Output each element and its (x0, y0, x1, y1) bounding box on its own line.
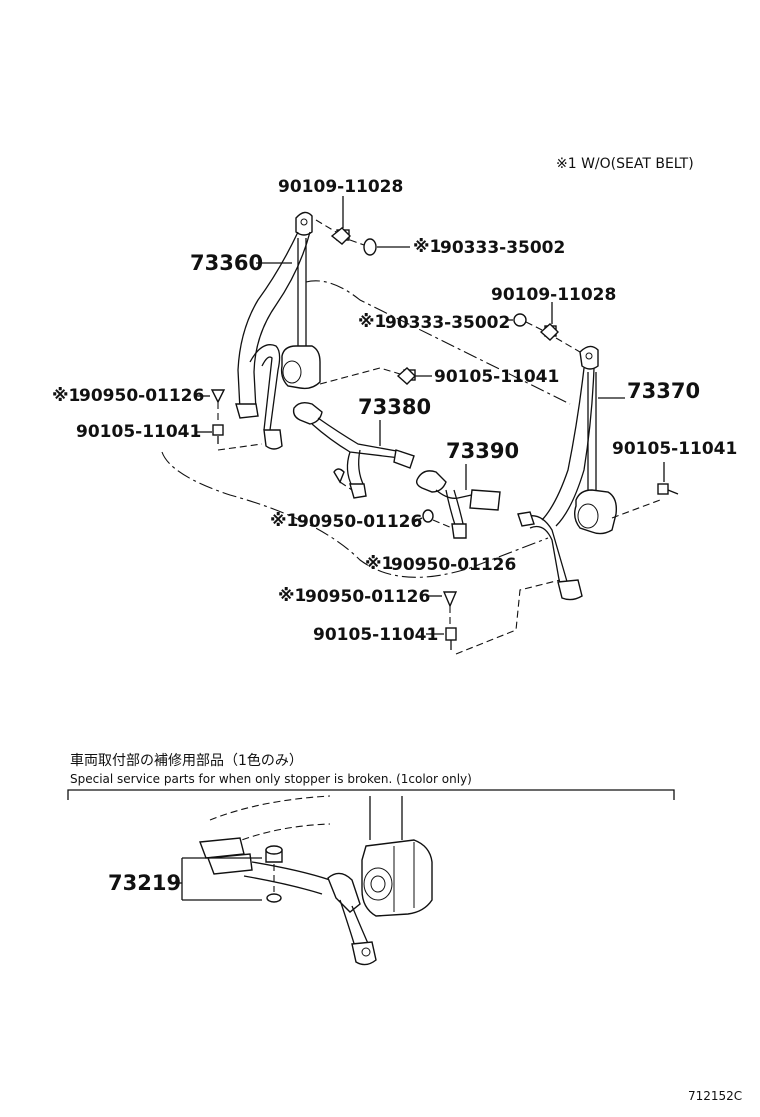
mark-label: ※1 (52, 386, 80, 406)
plug-icon (442, 591, 458, 608)
part-label: 90109-11028 (278, 177, 403, 197)
seat-belt-assembly-right[interactable] (517, 345, 618, 601)
part-label: 90333-35002 (385, 313, 510, 333)
part-label: 90950-01126 (391, 555, 516, 575)
stopper-detail-illustration (199, 795, 433, 966)
part-label: 90105-11041 (76, 422, 201, 442)
part-label: 90950-01126 (79, 386, 204, 406)
buckle-assembly-73380[interactable] (292, 401, 415, 499)
part-label: 90109-11028 (491, 285, 616, 305)
part-label: 90105-11041 (434, 367, 559, 387)
seat-belt-assembly-left[interactable] (235, 211, 321, 450)
note-text: ※1 W/O(SEAT BELT) (556, 156, 694, 172)
part-label: 73390 (446, 439, 519, 463)
mark-label: ※1 (413, 237, 441, 257)
bolt-icon (657, 483, 679, 495)
part-label: 73370 (627, 379, 700, 403)
part-label: 90105-11041 (612, 439, 737, 459)
mark-label: ※1 (278, 586, 306, 606)
buckle-assembly-73390[interactable] (415, 470, 501, 539)
washer-icon (363, 238, 377, 256)
part-label: 90105-11041 (313, 625, 438, 645)
section-bracket (67, 789, 675, 800)
figure-id: 712152C (688, 1089, 742, 1103)
bolt-icon (396, 367, 416, 385)
bolt-icon (539, 323, 559, 341)
plug-icon (210, 389, 226, 404)
bolt-icon (212, 424, 224, 444)
plug-icon (422, 509, 434, 523)
section-title-en: Special service parts for when only stop… (70, 772, 472, 786)
part-label: 73360 (190, 251, 263, 275)
section-title-jp: 車両取付部の補修用部品（1色のみ） (70, 752, 303, 769)
part-label: 73219 (108, 871, 181, 895)
part-label: 90950-01126 (297, 512, 422, 532)
part-label: 90950-01126 (305, 587, 430, 607)
part-label: 90333-35002 (440, 238, 565, 258)
bolt-icon (330, 227, 351, 245)
mark-label: ※1 (365, 554, 393, 574)
part-label: 73380 (358, 395, 431, 419)
plug-icon (333, 468, 345, 484)
bolt-icon (445, 627, 457, 650)
mark-label: ※1 (358, 312, 386, 332)
washer-icon (513, 313, 527, 327)
mark-label: ※1 (270, 511, 298, 531)
